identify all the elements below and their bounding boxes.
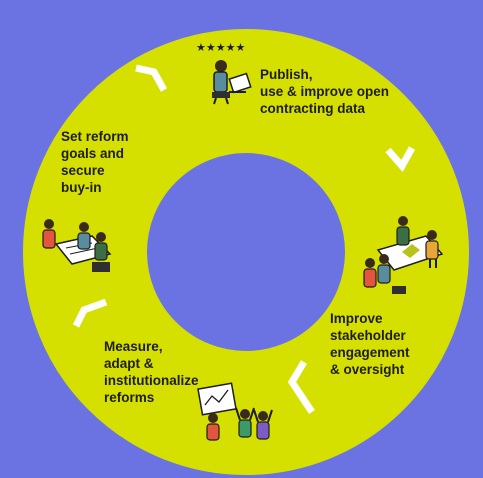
- cycle-arrow-bottom: [287, 360, 315, 414]
- person-laptop-stars-icon: ★★★★★: [196, 41, 252, 105]
- cycle-arrow-top: [135, 64, 168, 92]
- cycle-arrow-left: [72, 298, 108, 328]
- stage-label-publish: Publish, use & improve open contracting …: [260, 67, 390, 116]
- stage-label-measure: Measure, adapt & institutionalize reform…: [104, 339, 199, 405]
- cycle-arrow-right: [385, 146, 416, 173]
- people-map-discussion-icon: [363, 216, 444, 294]
- stage-label-improve: Improve stakeholder engagement & oversig…: [330, 311, 410, 377]
- stage-label-setgoals: Set reform goals and secure buy-in: [61, 129, 129, 195]
- people-chart-celebrating-icon: [197, 382, 273, 441]
- people-document-planning-icon: [42, 219, 112, 272]
- svg-text:★★★★★: ★★★★★: [196, 41, 245, 54]
